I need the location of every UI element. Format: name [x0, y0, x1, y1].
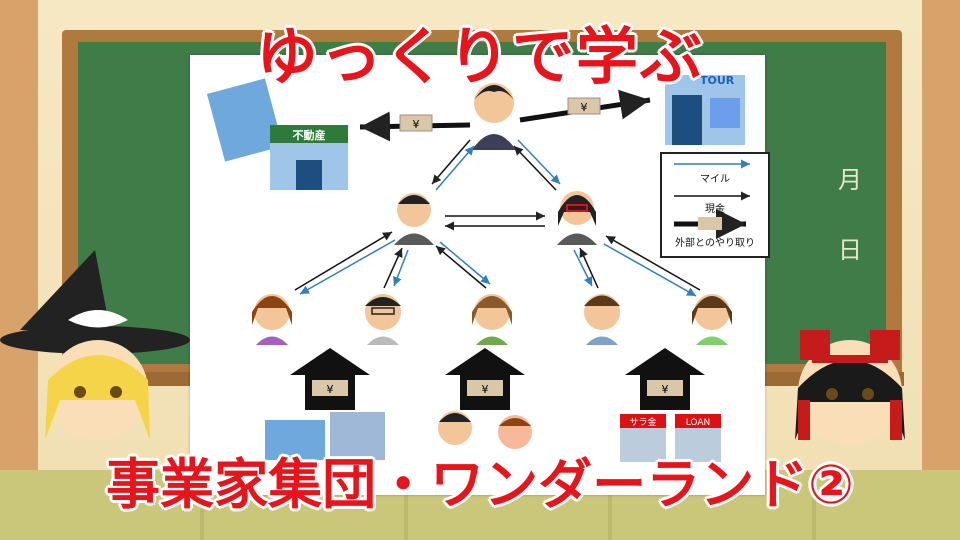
- cash-bundle-icon-right: ¥: [567, 97, 601, 115]
- svg-text:¥: ¥: [413, 118, 420, 131]
- member-person-icon-2: [365, 294, 401, 345]
- travel-agency-icon: TOUR: [665, 74, 745, 145]
- income-arrow-2: ¥: [445, 348, 525, 410]
- member-person-icon-3: [472, 294, 512, 345]
- customers-people-icon: [438, 411, 532, 449]
- svg-text:LOAN: LOAN: [686, 418, 711, 428]
- svg-text:サラ金: サラ金: [629, 416, 656, 428]
- video-subtitle: 事業家集団・ワンダーランド②: [106, 453, 854, 516]
- manager-left-person-icon: [394, 193, 434, 245]
- svg-text:¥: ¥: [327, 383, 334, 396]
- member-person-icon-1: [252, 294, 292, 345]
- reimu-character-icon: [795, 330, 905, 444]
- legend-cash-label: 現金: [705, 204, 725, 215]
- income-arrow-1: ¥: [290, 348, 370, 410]
- svg-text:¥: ¥: [662, 383, 669, 396]
- member-person-icon-5: [692, 294, 732, 345]
- marisa-character-icon: [0, 250, 190, 440]
- company-buildings-icon: [265, 412, 385, 460]
- board-day-label: 日: [838, 236, 862, 264]
- svg-text:¥: ¥: [581, 101, 588, 114]
- video-title: ゆっくりで学ぶ: [255, 20, 704, 93]
- manager-right-person-icon: [557, 191, 597, 245]
- travel-sign: TOUR: [700, 74, 735, 87]
- member-person-icon-4: [584, 294, 620, 345]
- cash-bundle-icon-left: ¥: [399, 114, 433, 132]
- legend-external-label: 外部とのやり取り: [675, 238, 755, 249]
- office-building-icon: 不動産: [206, 78, 348, 190]
- income-arrow-3: ¥: [625, 348, 705, 410]
- boss-person-icon: [472, 83, 516, 150]
- board-month-label: 月: [838, 166, 862, 194]
- legend-miles-label: マイル: [700, 174, 730, 185]
- diagram-legend: マイル 現金 外部とのやり取り: [660, 152, 770, 258]
- real-estate-sign: 不動産: [293, 128, 326, 142]
- consumer-loan-building-icon: サラ金: [620, 414, 666, 462]
- loan-building-icon: LOAN: [675, 414, 721, 462]
- wall-pillar-right: [922, 0, 960, 540]
- svg-text:¥: ¥: [482, 383, 489, 396]
- wall-pillar-left: [0, 0, 38, 540]
